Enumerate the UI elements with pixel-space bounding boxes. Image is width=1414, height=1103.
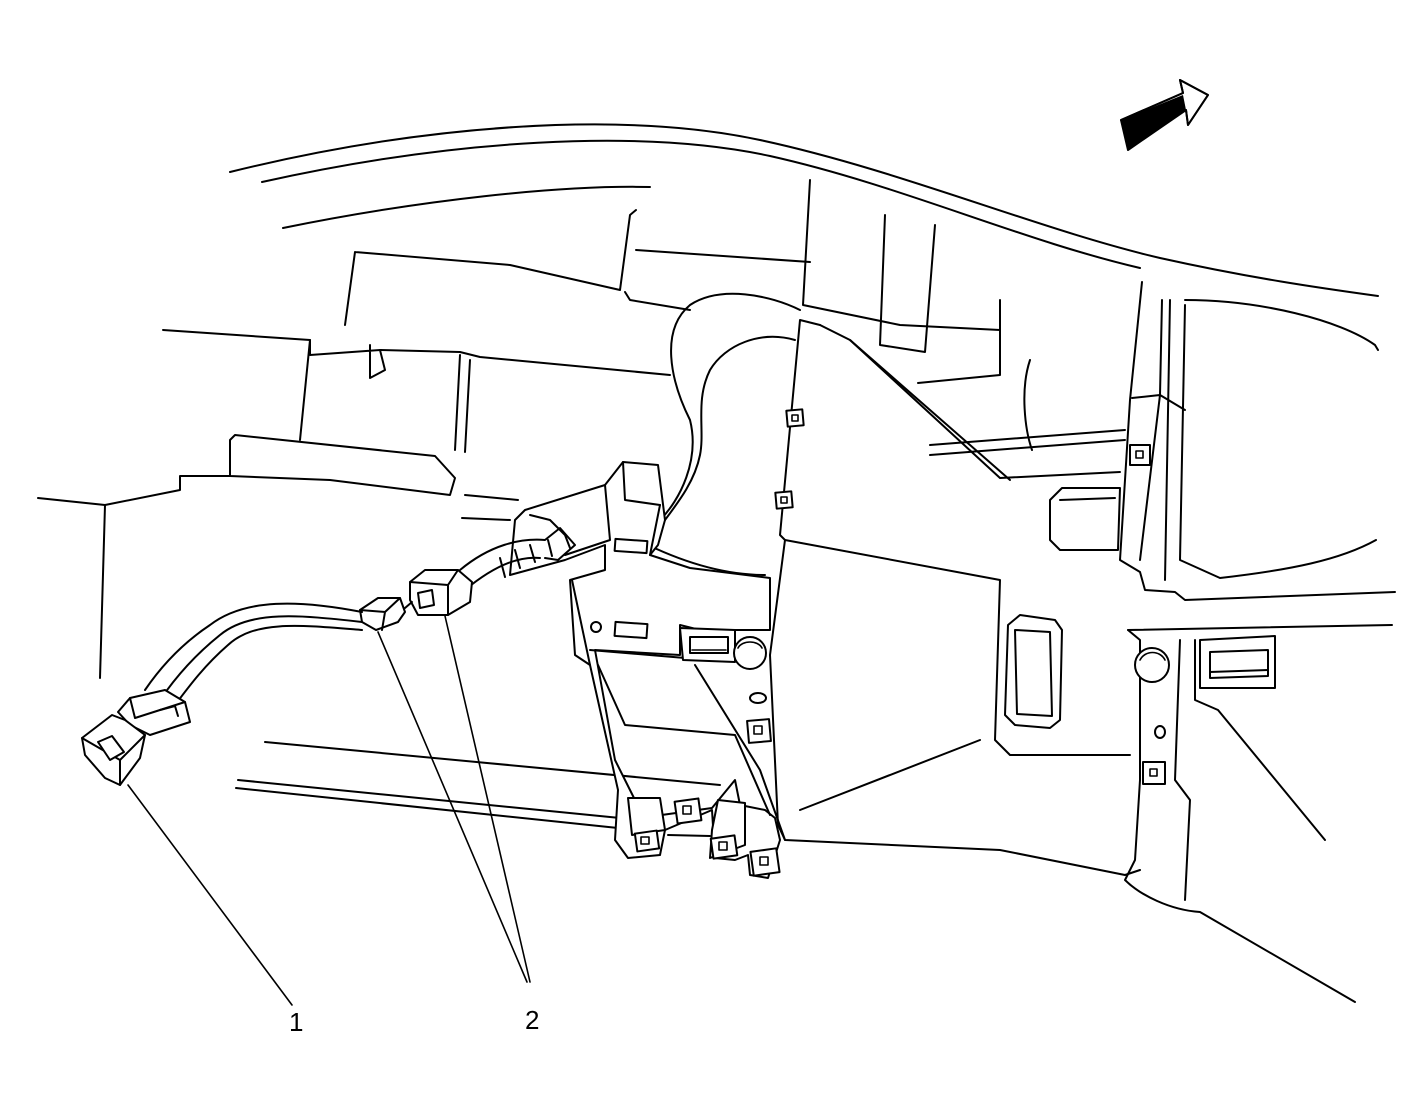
leader-line-2b [444, 615, 531, 983]
harness-connector-end [81, 602, 363, 786]
cowl-top-panel [229, 123, 1379, 297]
right-pillar [1119, 281, 1396, 1003]
forward-arrow-icon [1120, 79, 1209, 151]
callout-label-2: 2 [525, 1005, 539, 1035]
hvac-housing [647, 292, 1033, 576]
dash-support-frame [37, 179, 1001, 679]
harness-connector-pair [359, 514, 576, 631]
mounting-bracket [509, 461, 786, 879]
center-bracket [769, 319, 1141, 876]
leader-line-1 [127, 784, 293, 1006]
callout-label-1: 1 [289, 1007, 303, 1037]
leader-line-2a [377, 631, 528, 983]
callout-leaders [127, 615, 531, 1006]
